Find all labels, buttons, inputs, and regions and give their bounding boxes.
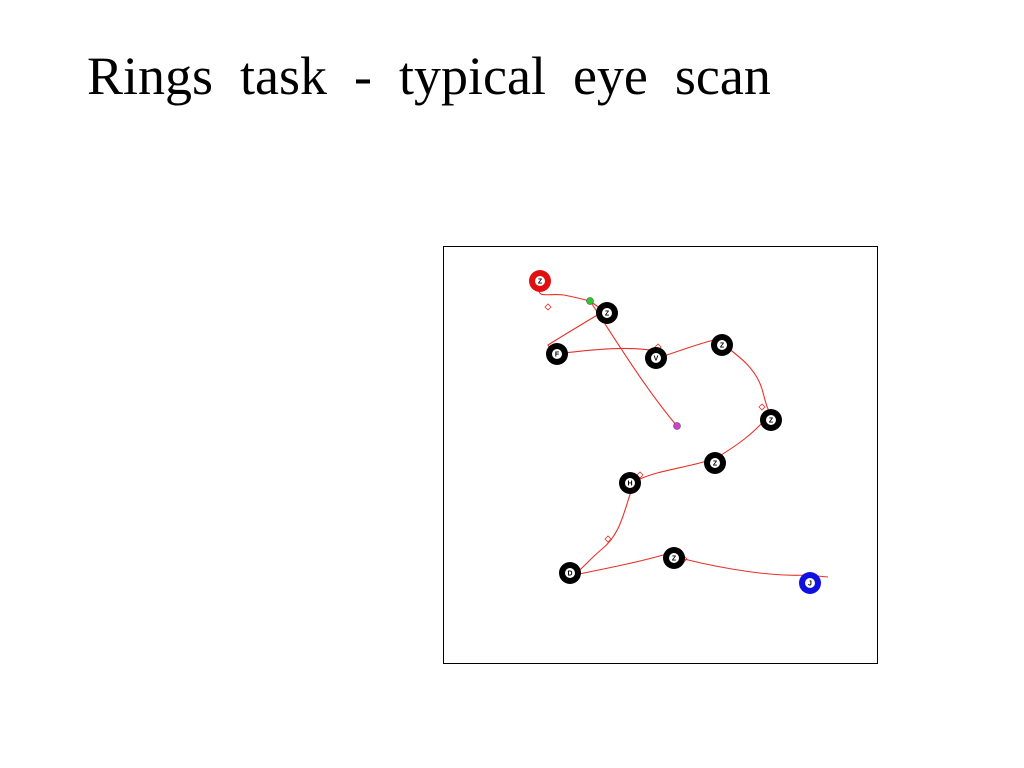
ring-label: H <box>627 481 632 488</box>
ring-11: J <box>799 572 821 594</box>
ring-label: Z <box>720 343 725 350</box>
fixation-jitter <box>544 303 552 311</box>
scan-path <box>538 286 829 578</box>
ring-inner <box>625 478 635 488</box>
ring-label: Z <box>605 311 610 318</box>
ring-inner <box>805 578 815 588</box>
ring-label: J <box>808 581 812 588</box>
ring-inner <box>669 553 679 563</box>
ring-inner <box>535 276 545 286</box>
ring-6: Z <box>760 409 782 431</box>
ring-label: Z <box>538 279 543 286</box>
ring-10: D <box>559 562 581 584</box>
ring-inner <box>717 340 727 350</box>
ring-label: Z <box>713 461 718 468</box>
ring-inner <box>565 568 575 578</box>
magenta-fixation-marker <box>673 422 681 430</box>
ring-inner <box>602 308 612 318</box>
ring-label: D <box>567 571 572 578</box>
eye-scan-figure: Z Z F V Z Z Z H Z D J <box>443 246 878 664</box>
ring-4: V <box>645 347 667 369</box>
ring-label: V <box>654 356 659 363</box>
fixation-jitter <box>604 535 612 543</box>
ring-8: H <box>619 472 641 494</box>
ring-label: Z <box>672 556 677 563</box>
ring-inner <box>651 353 661 363</box>
fixation-jitter <box>758 403 766 411</box>
eye-scan-canvas: Z Z F V Z Z Z H Z D J <box>529 270 829 594</box>
ring-inner <box>710 458 720 468</box>
slide-title: Rings task - typical eye scan <box>87 46 771 106</box>
ring-5: Z <box>711 334 733 356</box>
ring-9: Z <box>663 547 685 569</box>
ring-label: F <box>555 352 560 359</box>
ring-inner <box>766 415 776 425</box>
ring-label: Z <box>769 418 774 425</box>
ring-7: Z <box>704 452 726 474</box>
ring-inner <box>552 349 562 359</box>
ring-3: F <box>546 343 568 365</box>
ring-2: Z <box>596 302 618 324</box>
green-fixation-marker <box>586 297 594 305</box>
ring-1: Z <box>529 270 551 292</box>
